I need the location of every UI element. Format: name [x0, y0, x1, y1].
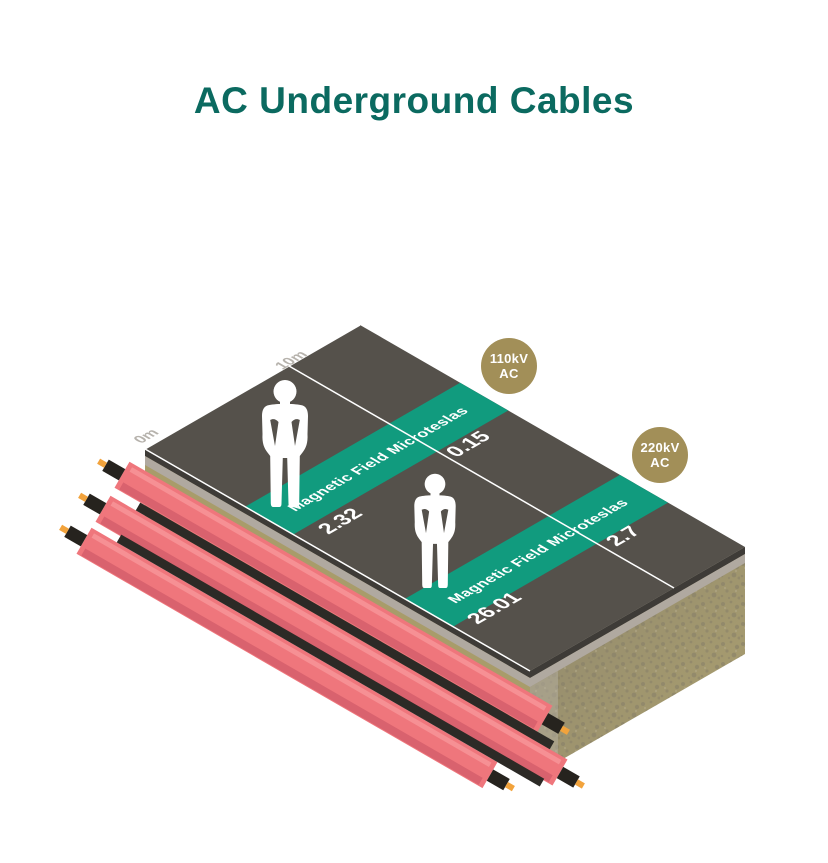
- distance-line-10m: [288, 365, 675, 589]
- badge-110kv-circle: [481, 338, 537, 394]
- underground-cables: [59, 458, 585, 792]
- cable-3-tip-left: [59, 524, 70, 534]
- cable-tips: [59, 458, 585, 792]
- cable-2-tip-left: [78, 492, 89, 502]
- asphalt-edge-right: [530, 547, 745, 678]
- cable-1-connector-left: [102, 459, 126, 481]
- cable-3-connector-right: [486, 769, 510, 791]
- banner-220kv: [404, 474, 668, 627]
- badge-110kv-line1: 110kV: [490, 351, 528, 366]
- cable-3: [76, 527, 498, 789]
- badge-220kv-circle: [632, 427, 688, 483]
- cable-2-shade: [100, 516, 553, 783]
- cable-2-highlight: [110, 501, 562, 765]
- banner-110kv: [245, 382, 509, 535]
- cable-3-shade: [81, 548, 483, 785]
- badge-110kv: 110kV AC: [481, 338, 537, 394]
- cable-connectors: [64, 459, 580, 791]
- cable-1-shade: [119, 482, 538, 729]
- road-front-edge-line: [144, 448, 531, 672]
- cable-1: [114, 461, 553, 732]
- badge-220kv-line2: AC: [650, 455, 670, 470]
- concrete-strip-right: [530, 554, 745, 687]
- cable-3-tip-right: [504, 782, 515, 792]
- badge-110kv-line2: AC: [499, 366, 519, 381]
- cable-2-connector-right: [556, 766, 580, 788]
- asphalt-edge-front: [145, 449, 530, 678]
- cable-1-tip-right: [559, 725, 570, 735]
- cable-3-highlight: [91, 533, 492, 767]
- cable-1-tip-left: [97, 458, 108, 468]
- cable-gap-stripe-2: [116, 534, 545, 787]
- cable-2: [95, 495, 568, 786]
- page-title: AC Underground Cables: [194, 80, 634, 121]
- cable-1-highlight: [129, 467, 547, 711]
- soil-right-texture: [530, 547, 745, 778]
- concrete-strip-front: [145, 456, 530, 687]
- cable-3-connector-left: [64, 525, 88, 547]
- cable-2-connector-left: [83, 493, 107, 515]
- road-left-edge-line: [144, 324, 361, 450]
- cable-2-tip-right: [574, 779, 585, 789]
- soil-right-face: [530, 547, 745, 778]
- badge-220kv: 220kV AC: [632, 427, 688, 483]
- cable-gap-stripe-1: [135, 502, 555, 750]
- cable-1-connector-right: [541, 713, 565, 734]
- badge-220kv-line1: 220kV: [640, 440, 679, 455]
